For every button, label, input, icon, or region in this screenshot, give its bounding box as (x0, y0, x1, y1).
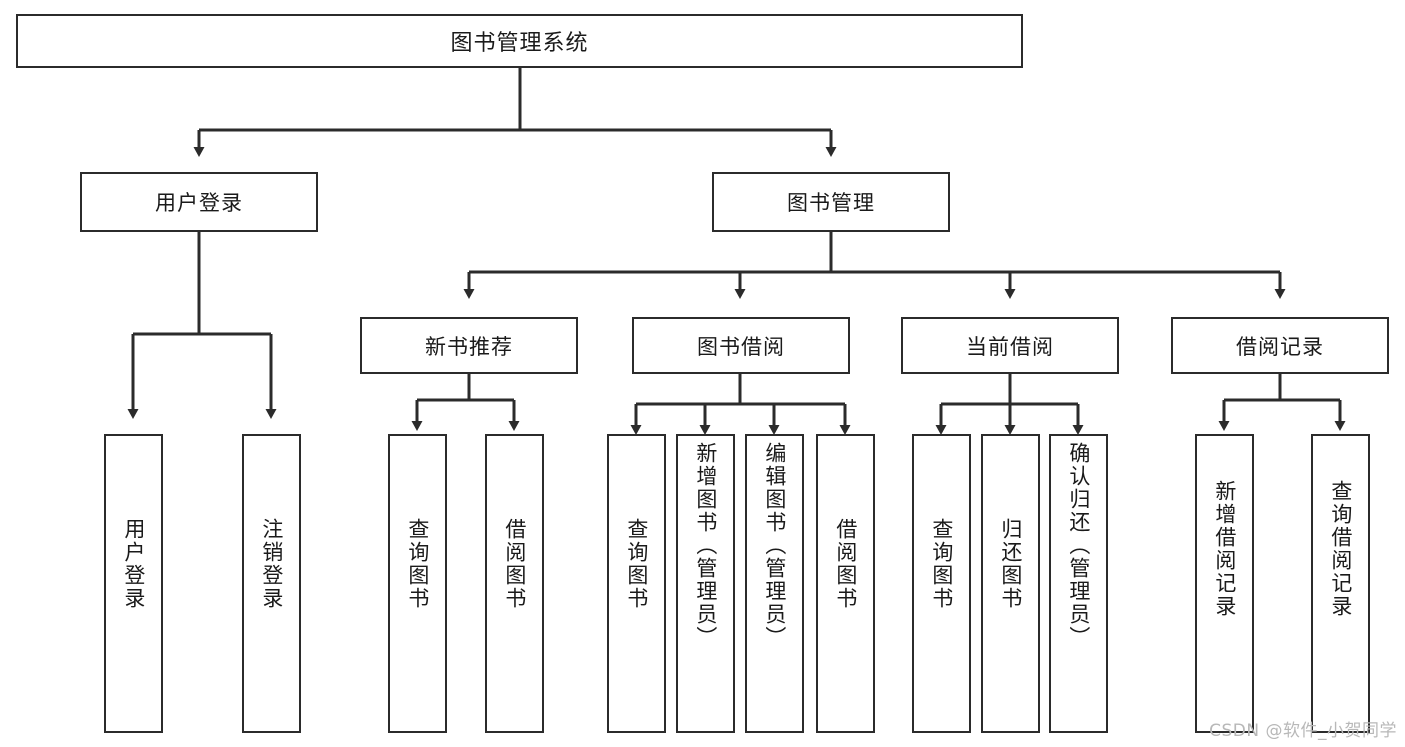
leaf-query-borrow-record[interactable]: 查询借阅记录 (1311, 434, 1370, 733)
leaf-label: 查询图书 (405, 518, 430, 610)
leaf-label: 新增图书（管理员） (693, 442, 718, 649)
node-root-book-management-system[interactable]: 图书管理系统 (16, 14, 1023, 68)
node-book-borrowing[interactable]: 图书借阅 (632, 317, 850, 374)
leaf-label: 查询借阅记录 (1328, 480, 1353, 618)
leaf-confirm-return-admin[interactable]: 确认归还（管理员） (1049, 434, 1108, 733)
watermark-text: CSDN @软件_小贺同学 (1209, 721, 1397, 741)
leaf-label: 借阅图书 (502, 518, 527, 610)
leaf-label: 查询图书 (624, 518, 649, 610)
node-borrowing-records[interactable]: 借阅记录 (1171, 317, 1389, 374)
leaf-query-books-borrow[interactable]: 查询图书 (607, 434, 666, 733)
leaf-return-books[interactable]: 归还图书 (981, 434, 1040, 733)
node-label: 当前借阅 (966, 334, 1054, 359)
leaf-borrow-books-newbooks[interactable]: 借阅图书 (485, 434, 544, 733)
leaf-edit-book-admin[interactable]: 编辑图书（管理员） (745, 434, 804, 733)
node-new-book-recommendation[interactable]: 新书推荐 (360, 317, 578, 374)
node-label: 图书管理系统 (450, 31, 589, 56)
node-label: 用户登录 (155, 191, 243, 215)
leaf-user-login[interactable]: 用户登录 (104, 434, 163, 733)
leaf-query-books-newbooks[interactable]: 查询图书 (388, 434, 447, 733)
leaf-logout[interactable]: 注销登录 (242, 434, 301, 733)
node-label: 图书管理 (787, 191, 875, 215)
leaf-label: 归还图书 (998, 518, 1023, 610)
node-label: 新书推荐 (425, 334, 513, 359)
node-user-login[interactable]: 用户登录 (80, 172, 318, 232)
node-book-management[interactable]: 图书管理 (712, 172, 950, 232)
leaf-add-borrow-record[interactable]: 新增借阅记录 (1195, 434, 1254, 733)
leaf-label: 借阅图书 (833, 518, 858, 610)
leaf-label: 用户登录 (121, 518, 146, 610)
leaf-add-book-admin[interactable]: 新增图书（管理员） (676, 434, 735, 733)
node-current-borrowing[interactable]: 当前借阅 (901, 317, 1119, 374)
node-label: 图书借阅 (697, 334, 785, 359)
leaf-query-books-current[interactable]: 查询图书 (912, 434, 971, 733)
leaf-label: 查询图书 (929, 518, 954, 610)
node-label: 借阅记录 (1236, 334, 1324, 359)
leaf-label: 编辑图书（管理员） (762, 442, 787, 649)
leaf-borrow-books-borrow[interactable]: 借阅图书 (816, 434, 875, 733)
leaf-label: 新增借阅记录 (1212, 480, 1237, 618)
leaf-label: 注销登录 (259, 518, 284, 610)
leaf-label: 确认归还（管理员） (1066, 442, 1091, 649)
